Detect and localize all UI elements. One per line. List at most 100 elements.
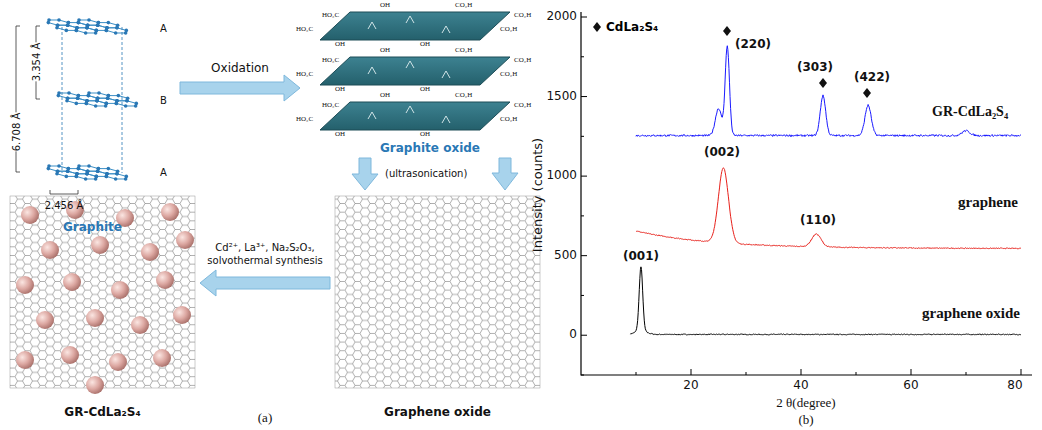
- carbon-atom: [66, 96, 70, 100]
- carbon-atom: [105, 26, 109, 30]
- functional-group: OH: [335, 131, 345, 139]
- carbon-atom: [85, 99, 89, 103]
- carbon-atom: [86, 23, 90, 27]
- nanoparticles: [16, 201, 194, 394]
- carbon-atom: [115, 26, 119, 30]
- epoxide-mark: [406, 16, 414, 23]
- functional-group: CO₂H: [455, 47, 472, 55]
- epoxide-mark: [406, 61, 414, 68]
- peak-index: (422): [854, 71, 890, 84]
- carbon-atom: [67, 167, 71, 171]
- carbon-atom: [86, 23, 90, 27]
- figure-label: 2 θ(degree): [776, 396, 835, 410]
- epoxide-mark: [368, 67, 376, 74]
- cdla2s4-particle: [61, 346, 79, 364]
- functional-group: HO₂C: [296, 26, 313, 34]
- carbon-atom: [77, 94, 81, 98]
- carbon-atom: [114, 31, 118, 35]
- carbon-atom: [105, 172, 109, 176]
- figure-label: (b): [798, 413, 813, 427]
- carbon-atom: [75, 172, 79, 176]
- carbon-atom: [107, 94, 111, 98]
- carbon-atom: [105, 102, 109, 106]
- tick-label: 500: [554, 249, 577, 262]
- carbon-atom: [75, 172, 79, 176]
- carbon-atom: [85, 99, 89, 103]
- functional-group: CO₂H: [514, 57, 531, 65]
- axis-line: [581, 12, 1032, 375]
- carbon-atom: [57, 164, 61, 168]
- functional-group: CO₂H: [500, 71, 517, 79]
- tick: [911, 369, 912, 375]
- go-curve: [631, 267, 1022, 335]
- legend-text: CdLa₂S₄: [606, 20, 658, 34]
- carbon-atom: [96, 96, 100, 100]
- cdla2s4-particle: [91, 236, 109, 254]
- carbon-atom: [115, 99, 119, 103]
- functional-group: CO₂H: [455, 2, 472, 10]
- graphene-curve: [636, 168, 1021, 249]
- carbon-atom: [65, 29, 69, 33]
- oxide-sheet: [320, 12, 510, 40]
- tick: [636, 372, 637, 375]
- carbon-atom: [56, 169, 60, 173]
- panel-caption: Graphite oxide: [380, 142, 480, 156]
- carbon-atom: [56, 23, 60, 27]
- carbon-atom: [114, 177, 118, 181]
- carbon-atom: [97, 167, 101, 171]
- carbon-atom: [95, 175, 99, 179]
- oxide-sheet: [320, 57, 510, 85]
- cdla2s4-particle: [153, 349, 171, 367]
- functional-group: CO₂H: [455, 92, 472, 100]
- peak-index: (303): [797, 61, 833, 74]
- figure-label: B: [160, 95, 167, 106]
- carbon-atom: [97, 21, 101, 25]
- tick: [691, 369, 692, 375]
- cdla2s4-particle: [161, 203, 179, 221]
- carbon-atom: [97, 21, 101, 25]
- functional-group: OH: [420, 86, 430, 94]
- functional-group: CO₂H: [500, 116, 517, 124]
- tick: [581, 255, 587, 256]
- carbon-atom: [115, 26, 119, 30]
- carbon-atom: [117, 94, 121, 98]
- panel-caption: GR-CdLa₂S₄: [64, 406, 140, 420]
- tick: [746, 372, 747, 375]
- epoxide-mark: [368, 22, 376, 29]
- tick: [581, 335, 587, 336]
- carbon-atom: [115, 99, 119, 103]
- carbon-atom: [95, 29, 99, 33]
- figure-label: 3.354 Å: [31, 43, 42, 82]
- tick: [856, 372, 857, 375]
- peak-index: (001): [623, 250, 659, 263]
- carbon-atom: [125, 99, 129, 103]
- carbon-atom: [67, 167, 71, 171]
- tick-label: 1500: [546, 90, 577, 103]
- carbon-atom: [115, 99, 119, 103]
- tick: [581, 96, 587, 97]
- epoxide-mark: [368, 112, 376, 119]
- carbon-atom: [96, 96, 100, 100]
- carbon-atom: [97, 167, 101, 171]
- peak-marker: [819, 78, 827, 88]
- cdla2s4-particle: [86, 309, 104, 327]
- figure-label: A: [160, 167, 167, 178]
- graphite-lattice: [16, 18, 138, 194]
- tick-label: 20: [683, 379, 698, 392]
- functional-group: OH: [380, 47, 390, 55]
- functional-group: OH: [335, 41, 345, 49]
- carbon-atom: [87, 91, 91, 95]
- carbon-atom: [87, 164, 91, 168]
- carbon-atom: [47, 164, 51, 168]
- carbon-atom: [56, 169, 60, 173]
- arrow-label: Oxidation: [209, 61, 271, 76]
- carbon-atom: [105, 172, 109, 176]
- tick: [581, 176, 587, 177]
- cdla2s4-particle: [16, 351, 34, 369]
- carbon-atom: [115, 172, 119, 176]
- tick: [581, 295, 584, 296]
- tick: [801, 369, 802, 375]
- tick-label: 2000: [546, 10, 577, 23]
